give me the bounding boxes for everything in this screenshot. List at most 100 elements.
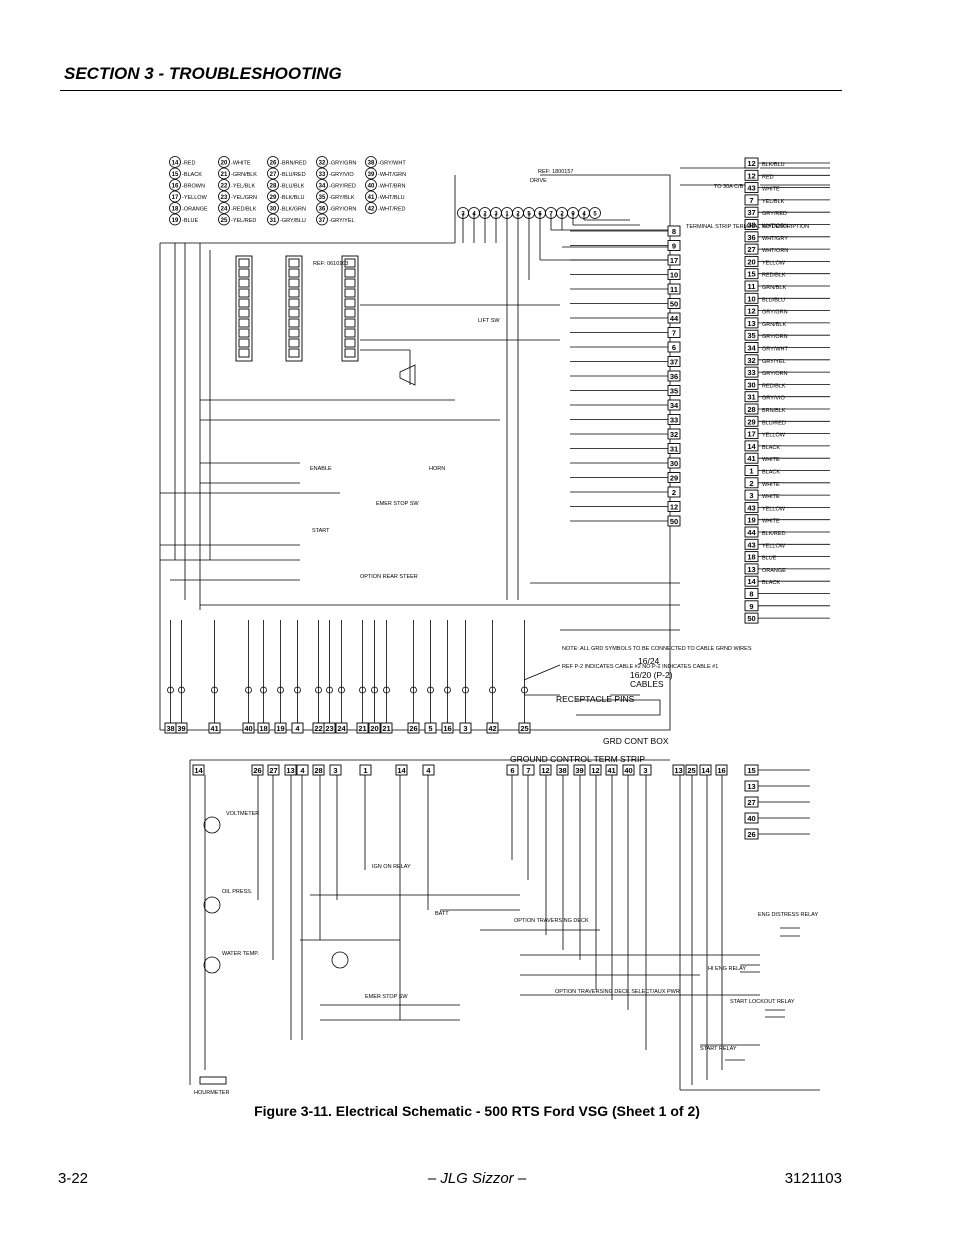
right-term-10: 11 [748,282,756,291]
legend-num-26-circle [267,156,279,168]
lower-left-pin-4-box [296,764,309,776]
legend-num-41: 41 [368,195,375,201]
block-term-15: 31 [670,445,678,454]
tb-cell-1-2 [288,278,300,288]
lower-left-pin-6: 3 [333,766,337,775]
wire-color-31: YELLOW [762,543,786,549]
legend-num-31: 31 [270,218,277,224]
legend-color-19: -BLUE [182,218,199,224]
legend-num-40: 40 [368,184,375,190]
wire-color-27: WHITE [762,494,780,500]
legend-num-17: 17 [172,195,179,201]
schematic-static-wiring [159,167,830,1091]
legend-num-38-circle [365,156,377,168]
legend-color-15: -BLACK [182,172,202,178]
right-term-33: 13 [747,565,755,574]
lower-left-pin-2-box [267,764,280,776]
bottom-pin-connector-8 [326,686,333,694]
wire-color-5: WHT/GRN [762,224,788,230]
right-term-30: 44 [747,528,756,537]
legend-num-28-circle [267,179,279,191]
wire-color-16: GRY/YEL [762,359,786,365]
wire-color-32: BLUE [762,556,777,562]
right-term-36: 9 [749,602,753,611]
legend-num-41-circle [365,190,377,203]
legend-num-32: 32 [319,161,326,167]
right-term-25: 1 [749,467,753,476]
ground-strip-12-box [715,764,728,776]
legend-num-24: 24 [221,207,228,213]
wire-color-6: WHT/GRY [762,236,788,242]
legend-num-19-circle [169,213,181,226]
right-term-8: 20 [747,257,755,266]
bottom-pin-8: 23 [325,724,333,733]
legend-color-32: -GRY/GRN [329,161,356,167]
right-term-20: 28 [747,405,755,414]
legend-num-33-circle [316,167,328,180]
right-term-19: 31 [747,393,755,402]
wire-color-12: GRY/GRN [762,310,788,316]
bottom-pin-connector-15 [444,686,451,694]
bottom-pin-6: 4 [295,724,300,733]
hi-eng-relay-label: HI ENG RELAY [708,966,746,972]
bottom-pin-connector-14 [427,686,434,694]
to-30a-label: TO 30A C/B [714,184,744,190]
ground-strip-9-box [672,764,685,776]
right-lower-4: 26 [747,830,755,839]
right-term-22: 17 [747,430,755,439]
tb-cell-0-4 [238,298,250,308]
legend-color-39: -WHT/GRN [378,172,406,178]
ground-strip-7-box [622,764,635,776]
bottom-pin-4: 18 [259,724,267,733]
legend-num-28: 28 [270,184,277,190]
right-term-2: 43 [747,184,755,193]
ign-relay-label: IGN ON RELAY [372,864,411,870]
ground-strip-5-box [589,764,602,776]
legend-color-21: -GRN/BLK [231,172,257,178]
legend-num-36: 36 [319,207,326,213]
schematic-generated-marks: 14-RED15-BLACK16-BROWN17-YELLOW18-ORANGE… [164,156,830,840]
ref-p2-label: REF P-2 INDICATES CABLE #2 NO P-2 INDICA… [562,664,718,670]
right-lower-0: 15 [747,766,755,775]
legend-color-23: -YEL/GRN [231,195,257,201]
emer-stop-lower-label: EMER STOP SW [365,994,408,1000]
legend-num-25-circle [218,213,230,226]
term-strip-label: TERMINAL STRIP TERMINAL NO DESCRIPTION [686,224,809,230]
header-rule [60,90,842,91]
tb-cell-0-7 [238,328,250,338]
right-term-15: 34 [747,344,756,353]
wire-color-34: BLACK [762,580,780,586]
block-term-2: 17 [670,256,678,265]
top-pin-1: 4 [472,212,476,218]
wire-color-18: RED/BLK [762,383,786,389]
block-term-8: 6 [672,343,676,352]
ref-top-label: REF: 1800157 [538,169,573,175]
block-term-19: 12 [670,503,678,512]
legend-num-15-circle [169,167,181,180]
legend-color-16: -BROWN [182,184,205,190]
legend-num-18: 18 [172,207,179,213]
legend-num-16: 16 [172,184,179,190]
bottom-pin-3: 40 [244,724,252,733]
wire-color-1: RED [762,174,774,180]
wire-color-0: BLK/BLU [762,162,785,168]
ground-strip-9: 13 [674,766,682,775]
legend-num-17-circle [169,190,181,203]
right-term-5: 38 [747,221,755,230]
right-term-17: 33 [747,368,755,377]
ground-strip-2-box [539,764,552,776]
ground-strip-6: 41 [607,766,615,775]
tb-cell-0-9 [238,348,250,358]
legend-num-40-circle [365,179,377,191]
traversing-label: OPTION TRAVERSING DECK [514,918,589,924]
enable-label: ENABLE [310,466,332,472]
lower-left-pin-1: 26 [253,766,261,775]
lower-left-pin-0: 14 [194,766,203,775]
ground-strip-12: 16 [717,766,725,775]
legend-num-22: 22 [221,184,228,190]
wire-color-19: GRY/VIO [762,396,786,402]
tb-cell-2-8 [344,338,356,348]
wire-color-10: GRN/BLK [762,285,786,291]
top-pin-2: 2 [483,212,487,218]
right-term-21: 29 [747,417,755,426]
